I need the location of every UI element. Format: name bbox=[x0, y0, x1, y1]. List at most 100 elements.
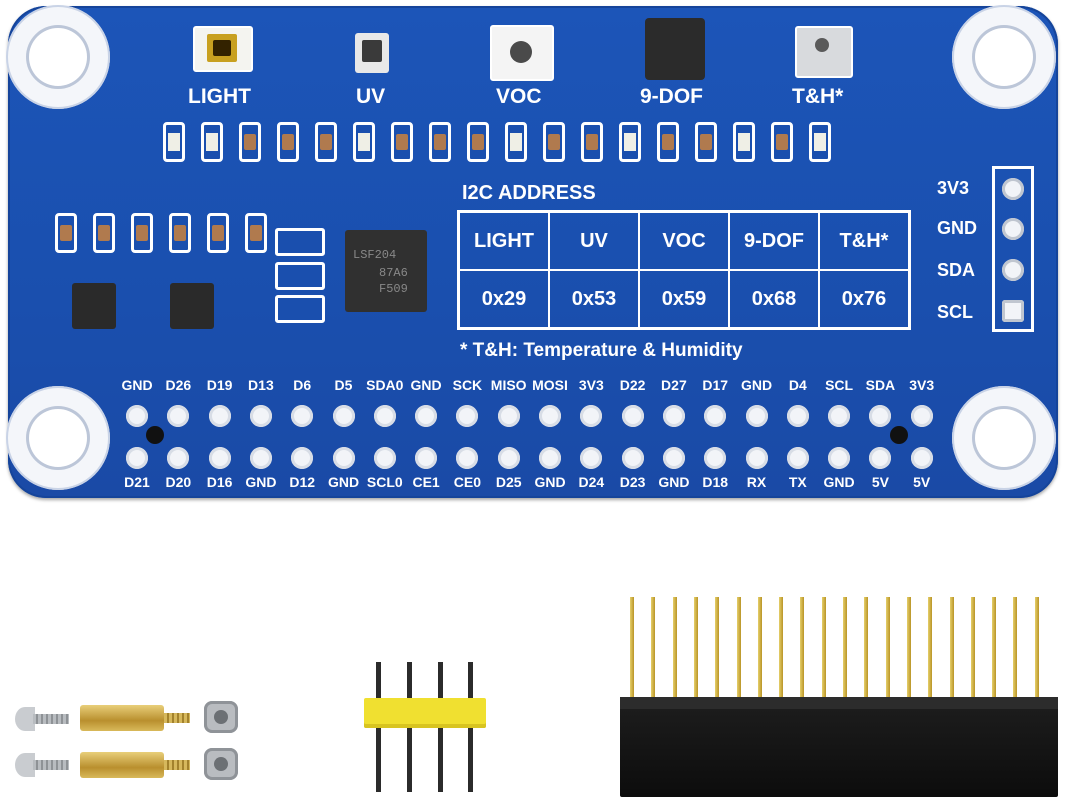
header-long-pin bbox=[885, 597, 890, 701]
mounting-hole-top-right bbox=[952, 5, 1056, 109]
gpio-top-label-7: GND bbox=[410, 377, 442, 393]
gpio-pin-bottom-5 bbox=[332, 447, 355, 469]
i2c-pad-3v3 bbox=[1002, 178, 1024, 200]
header-long-pin bbox=[651, 597, 656, 701]
header-long-pin bbox=[1013, 597, 1018, 701]
gpio-pin-bottom-16 bbox=[786, 447, 809, 469]
gpio-top-label-2: D19 bbox=[206, 377, 233, 393]
header-long-pin bbox=[693, 597, 698, 701]
i2c-value-light: 0x29 bbox=[457, 269, 550, 330]
header-long-pin bbox=[800, 597, 805, 701]
stacking-female-header bbox=[620, 597, 1058, 797]
sensor-label-light: LIGHT bbox=[188, 85, 251, 108]
gpio-pin-top-7 bbox=[415, 405, 438, 427]
i2c-footnote: * T&H: Temperature & Humidity bbox=[460, 340, 743, 361]
i2c-pad-sda bbox=[1002, 259, 1024, 281]
gpio-top-label-13: D27 bbox=[661, 377, 687, 393]
header-long-pin bbox=[715, 597, 720, 701]
gpio-bottom-label-19: 5V bbox=[913, 474, 931, 490]
gpio-top-label-1: D26 bbox=[165, 377, 192, 393]
i2c-pin-label-scl: SCL bbox=[937, 302, 973, 322]
gpio-pin-top-0 bbox=[126, 405, 148, 427]
gpio-pin-top-12 bbox=[621, 405, 644, 427]
i2c-address-table: LIGHT UV VOC 9-DOF T&H* 0x29 0x53 0x59 0… bbox=[457, 210, 911, 330]
gpio-bottom-label-12: D23 bbox=[619, 474, 646, 490]
gpio-pin-bottom-6 bbox=[373, 447, 396, 469]
gpio-pin-top-14 bbox=[704, 405, 727, 427]
i2c-value-uv: 0x53 bbox=[548, 269, 640, 330]
i2c-value-voc: 0x59 bbox=[638, 269, 730, 330]
gpio-bottom-label-16: TX bbox=[788, 474, 807, 490]
i2c-pin-label-gnd: GND bbox=[937, 218, 977, 238]
gpio-bottom-label-2: D16 bbox=[206, 474, 233, 490]
screw-1 bbox=[15, 707, 69, 731]
regulator-chip-2 bbox=[170, 283, 214, 329]
gpio-pin-bottom-15 bbox=[745, 447, 768, 469]
passive-component-row bbox=[163, 122, 847, 162]
header-long-pin bbox=[821, 597, 826, 701]
mounting-hole-bottom-right bbox=[952, 386, 1056, 490]
header-long-pin bbox=[630, 597, 634, 701]
gpio-bottom-label-13: GND bbox=[658, 474, 690, 490]
header-long-pin bbox=[949, 597, 954, 701]
gpio-top-label-6: SDA0 bbox=[366, 377, 404, 393]
gpio-top-label-0: GND bbox=[121, 377, 153, 393]
sensor-label-voc: VOC bbox=[496, 85, 542, 108]
gpio-pin-top-3 bbox=[249, 405, 272, 427]
gpio-pin-top-19 bbox=[910, 405, 933, 427]
gpio-pin-top-5 bbox=[332, 405, 355, 427]
i2c-header-uv: UV bbox=[548, 210, 640, 271]
gpio-pin-bottom-19 bbox=[910, 447, 933, 469]
gpio-pin-top-1 bbox=[167, 405, 190, 427]
gpio-top-label-4: D6 bbox=[293, 377, 312, 393]
gpio-top-label-9: MISO bbox=[490, 377, 527, 393]
gpio-pin-top-9 bbox=[497, 405, 520, 427]
passive-2 bbox=[275, 262, 325, 290]
gpio-pin-top-16 bbox=[786, 405, 809, 427]
gpio-pin-bottom-3 bbox=[249, 447, 272, 469]
gpio-pin-top-6 bbox=[373, 405, 396, 427]
brass-spacer-1 bbox=[80, 705, 190, 731]
sensor-label-th: T&H* bbox=[792, 85, 844, 108]
header-long-pin bbox=[864, 597, 869, 701]
gpio-top-label-14: D17 bbox=[702, 377, 729, 393]
gpio-pin-bottom-17 bbox=[828, 447, 851, 469]
gpio-pin-bottom-10 bbox=[539, 447, 561, 469]
gpio-pin-top-10 bbox=[539, 405, 561, 427]
i2c-header-light: LIGHT bbox=[457, 210, 550, 271]
voc-sensor-chip bbox=[490, 25, 554, 81]
gpio-bottom-label-15: RX bbox=[746, 474, 767, 490]
gpio-bottom-label-14: D18 bbox=[702, 474, 729, 490]
gpio-bottom-label-9: D25 bbox=[495, 474, 522, 490]
i2c-value-th: 0x76 bbox=[818, 269, 911, 330]
header-long-pin bbox=[1034, 597, 1039, 701]
gpio-bottom-label-18: 5V bbox=[871, 474, 889, 490]
gpio-pin-top-17 bbox=[828, 405, 851, 427]
gpio-pin-bottom-9 bbox=[497, 447, 520, 469]
gpio-pin-top-18 bbox=[869, 405, 892, 427]
gpio-bottom-label-7: CE1 bbox=[412, 474, 440, 490]
i2c-address-title: I2C ADDRESS bbox=[462, 182, 596, 204]
gpio-pin-top-15 bbox=[745, 405, 768, 427]
gpio-top-label-16: D4 bbox=[788, 377, 807, 393]
level-shifter-ic: LSF204 87A6 F509 bbox=[345, 230, 427, 312]
gpio-pin-bottom-1 bbox=[167, 447, 190, 469]
chip-marking-line-3: F509 bbox=[379, 282, 408, 296]
i2c-value-9dof: 0x68 bbox=[728, 269, 820, 330]
header-long-pin bbox=[736, 597, 741, 701]
gpio-top-label-12: D22 bbox=[619, 377, 646, 393]
gpio-top-label-19: 3V3 bbox=[909, 377, 935, 393]
brass-spacer-2 bbox=[80, 752, 190, 778]
gpio-top-label-5: D5 bbox=[334, 377, 353, 393]
i2c-header-9dof: 9-DOF bbox=[728, 210, 820, 271]
gpio-top-label-11: 3V3 bbox=[578, 377, 604, 393]
sensor-label-uv: UV bbox=[356, 85, 386, 108]
gpio-pin-bottom-11 bbox=[580, 447, 603, 469]
header-long-pin bbox=[970, 597, 975, 701]
gpio-bottom-label-1: D20 bbox=[165, 474, 192, 490]
header-long-pin bbox=[757, 597, 762, 701]
gpio-pin-top-13 bbox=[662, 405, 685, 427]
gpio-pin-bottom-12 bbox=[621, 447, 644, 469]
i2c-header-voc: VOC bbox=[638, 210, 730, 271]
gpio-top-label-18: SDA bbox=[865, 377, 896, 393]
